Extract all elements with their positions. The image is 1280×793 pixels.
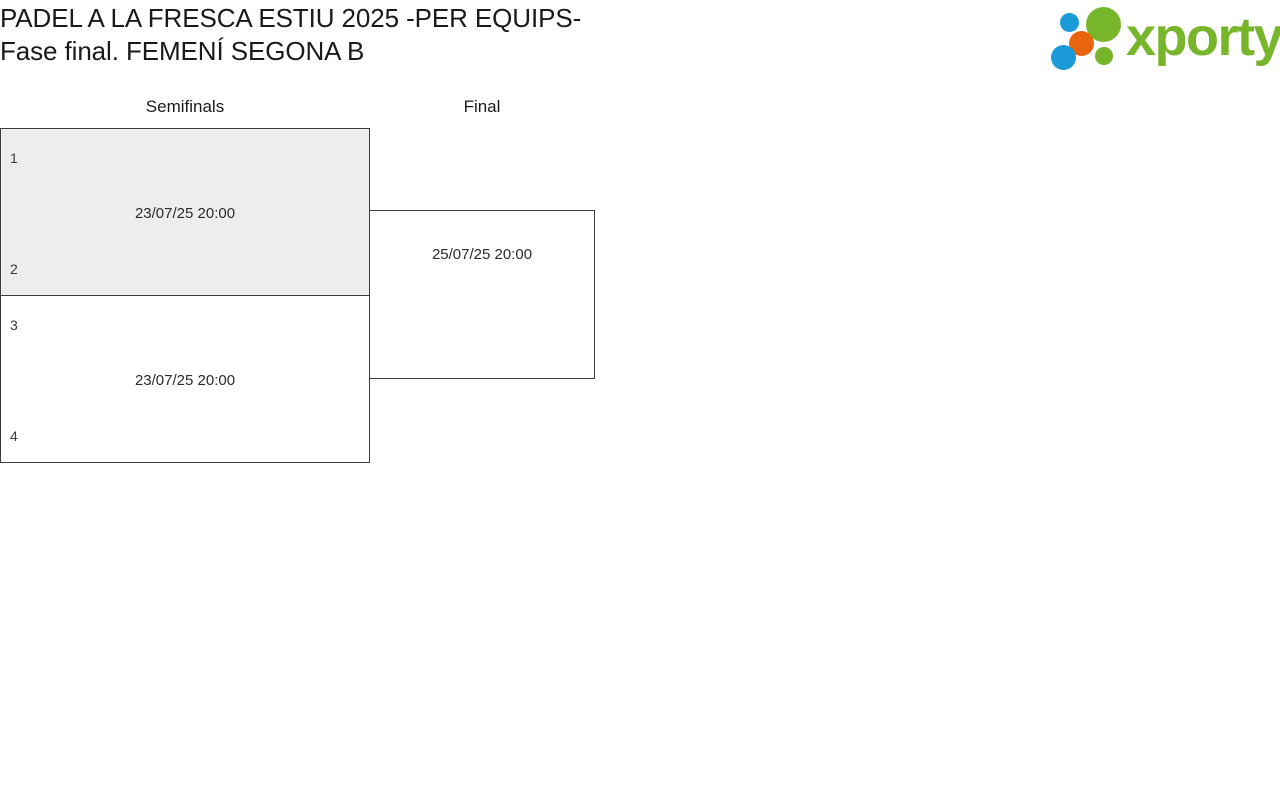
match-datetime: 25/07/25 20:00 [431,246,533,263]
logo-dot-blue-top-icon [1060,13,1079,32]
match-seed-bottom: 2 [10,261,18,277]
match-datetime: 23/07/25 20:00 [134,372,236,389]
tournament-phase: Fase final. FEMENÍ SEGONA B [0,36,365,66]
logo-dot-green-small-icon [1095,47,1113,65]
match-semifinal-1[interactable]: 1 23/07/25 20:00 2 [0,128,370,296]
match-datetime: 23/07/25 20:00 [134,205,236,222]
match-seed-top: 1 [10,150,18,166]
tournament-name: PADEL A LA FRESCA ESTIU 2025 -PER EQUIPS… [0,3,582,33]
match-semifinal-2[interactable]: 3 23/07/25 20:00 4 [0,295,370,463]
page-header: PADEL A LA FRESCA ESTIU 2025 -PER EQUIPS… [0,0,1280,80]
round-header-final: Final [463,97,501,116]
match-seed-bottom: 4 [10,428,18,444]
page-title: PADEL A LA FRESCA ESTIU 2025 -PER EQUIPS… [0,2,581,68]
match-final[interactable]: 25/07/25 20:00 [369,210,595,379]
xporty-logo[interactable]: xporty [1044,4,1280,70]
logo-dots-icon [1048,5,1124,70]
logo-dot-blue-bottom-icon [1051,45,1076,70]
logo-wordmark: xporty [1126,7,1280,67]
round-header-semifinals: Semifinals [145,97,225,116]
match-seed-top: 3 [10,317,18,333]
